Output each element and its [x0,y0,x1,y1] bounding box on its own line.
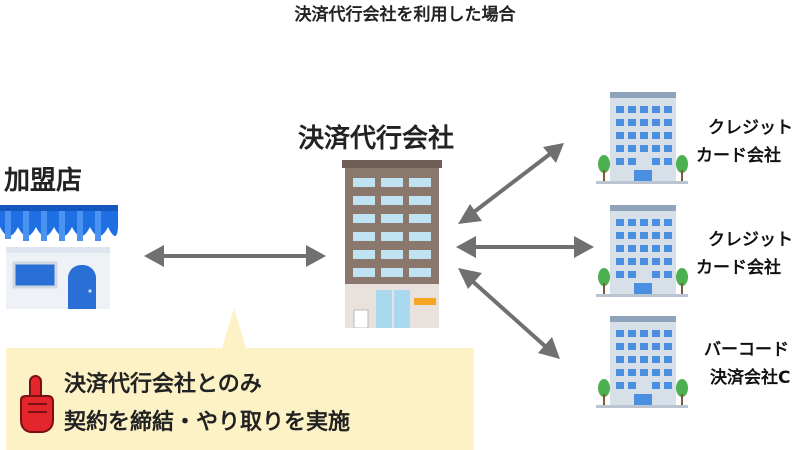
company-3-label: バーコード 決済会社C [696,336,810,392]
company-2-label-line2: カード会社 [696,258,781,278]
credit-card-company-1-building-icon [596,92,688,184]
callout-bubble [6,308,474,450]
store-icon [0,205,118,309]
agent-label: 決済代行会社 [298,124,455,154]
merchant-label: 加盟店 [4,166,83,196]
agent-building-icon [342,160,442,328]
company-1-label-line2: カード会社 [696,146,781,166]
company-1-label: クレジット カード会社 [696,114,810,170]
credit-card-company-2-building-icon [596,205,688,297]
callout-line-2: 契約を締結・やり取りを実施 [64,410,351,435]
company-3-label-line2: 決済会社C [710,368,791,388]
callout-text: 決済代行会社とのみ 契約を締結・やり取りを実施 [64,366,350,442]
agent-companies-arrows [456,143,594,359]
company-1-label-line1: クレジット [708,118,793,138]
company-2-label-line1: クレジット [708,230,793,250]
merchant-agent-arrow [144,245,326,267]
barcode-payment-company-building-icon [596,316,688,408]
diagram-title: 決済代行会社を利用した場合 [294,5,516,25]
company-3-label-line1: バーコード [704,340,789,360]
company-2-label: クレジット カード会社 [696,226,810,282]
pointing-finger-icon [20,375,54,433]
callout-line-1: 決済代行会社とのみ [64,372,262,397]
